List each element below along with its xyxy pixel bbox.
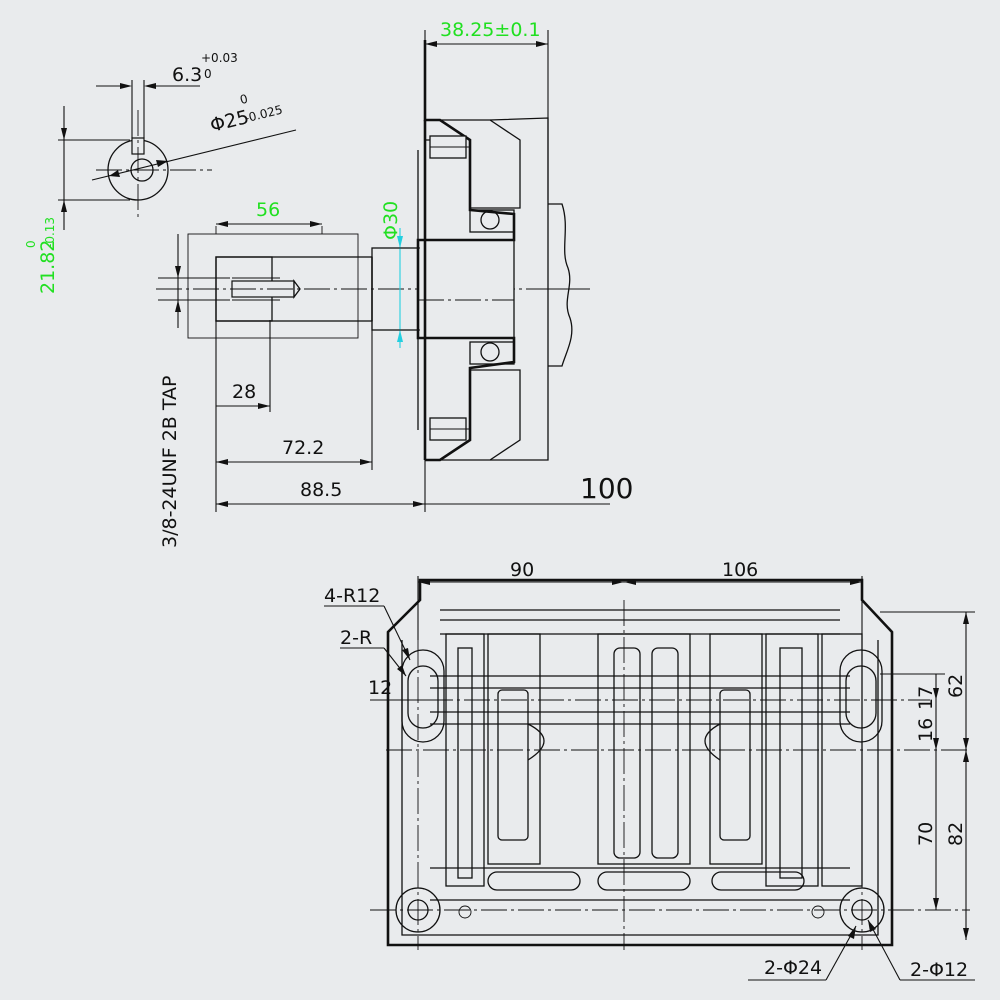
- keyway-section-view: [58, 80, 297, 230]
- length-dimensions: [215, 320, 610, 512]
- length-88-5-value: 88.5: [300, 479, 342, 501]
- keyway-length-dimension: [216, 221, 322, 227]
- keyway-length-value: 56: [256, 199, 280, 221]
- bore-diameter-value: Φ30: [380, 201, 402, 240]
- left-mount-slot: [401, 649, 445, 743]
- keyway-width-tol-lower: 0: [204, 67, 212, 81]
- slot-12-value: 12: [368, 677, 392, 699]
- bore-dimension: [393, 228, 420, 348]
- base-outline: [386, 578, 894, 947]
- length-100-value: 100: [580, 472, 633, 505]
- flange-width-dimension: [424, 30, 549, 200]
- base-dimensions: [324, 576, 975, 981]
- right-mount-slot: [839, 649, 883, 743]
- span-106-value: 106: [722, 559, 758, 581]
- tap-depth-value: 28: [232, 381, 256, 403]
- base-plate-view: [370, 578, 970, 950]
- flange-width-value: 38.25±0.1: [440, 19, 541, 41]
- shaft-diameter-tol-lower: -0.025: [243, 103, 284, 126]
- hole-2d24-label: 2-Φ24: [764, 957, 822, 979]
- keyway-width-value: 6.3: [172, 64, 202, 86]
- key-depth-tol-lower: -0.13: [43, 217, 57, 248]
- length-72-2-value: 72.2: [282, 437, 324, 459]
- radius-4r12-label: 4-R12: [324, 585, 380, 607]
- key-depth-value: 21.82: [37, 240, 59, 294]
- span-90-value: 90: [510, 559, 534, 581]
- thread-spec: 3/8-24UNF 2B TAP: [159, 376, 181, 548]
- radius-2r-label: 2-R: [340, 627, 372, 649]
- dim-62-value: 62: [945, 674, 967, 698]
- thread-dimension: [158, 234, 230, 328]
- dim-70-value: 70: [915, 822, 937, 846]
- dim-16-value: 16: [915, 718, 937, 742]
- dim-82-value: 82: [945, 822, 967, 846]
- key-depth-tol-upper: 0: [24, 240, 38, 248]
- hole-2d12-label: 2-Φ12: [910, 959, 968, 981]
- dim-17-value: 17: [915, 686, 937, 710]
- shaft-diameter-tol-upper: 0: [238, 92, 249, 107]
- shaft-section-view: [156, 40, 590, 462]
- keyway-width-tol-upper: +0.03: [201, 51, 238, 65]
